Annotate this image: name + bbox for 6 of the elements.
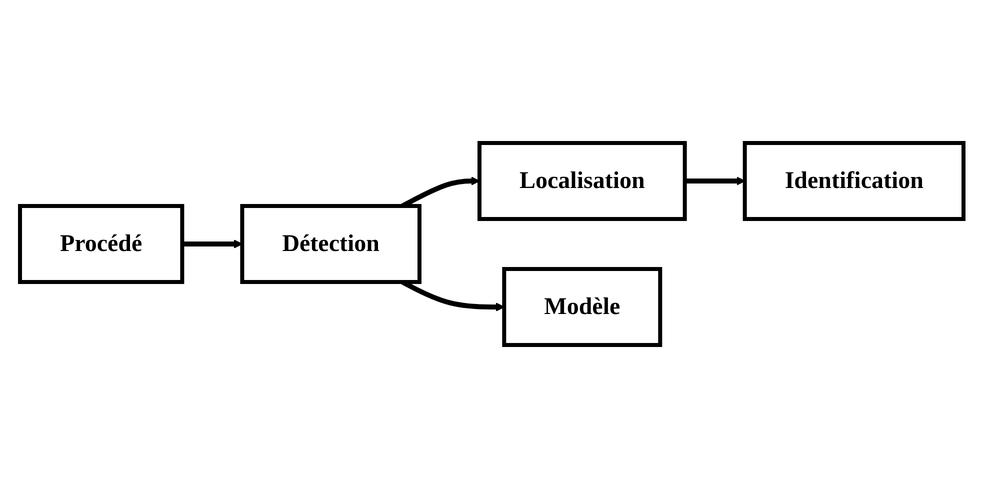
node-box: Localisation	[478, 140, 688, 220]
arrow	[685, 176, 746, 185]
node-box: Modèle	[502, 266, 662, 346]
node-box: Identification	[743, 140, 966, 220]
node-box: Procédé	[18, 204, 184, 284]
node-box: Détection	[240, 204, 422, 284]
